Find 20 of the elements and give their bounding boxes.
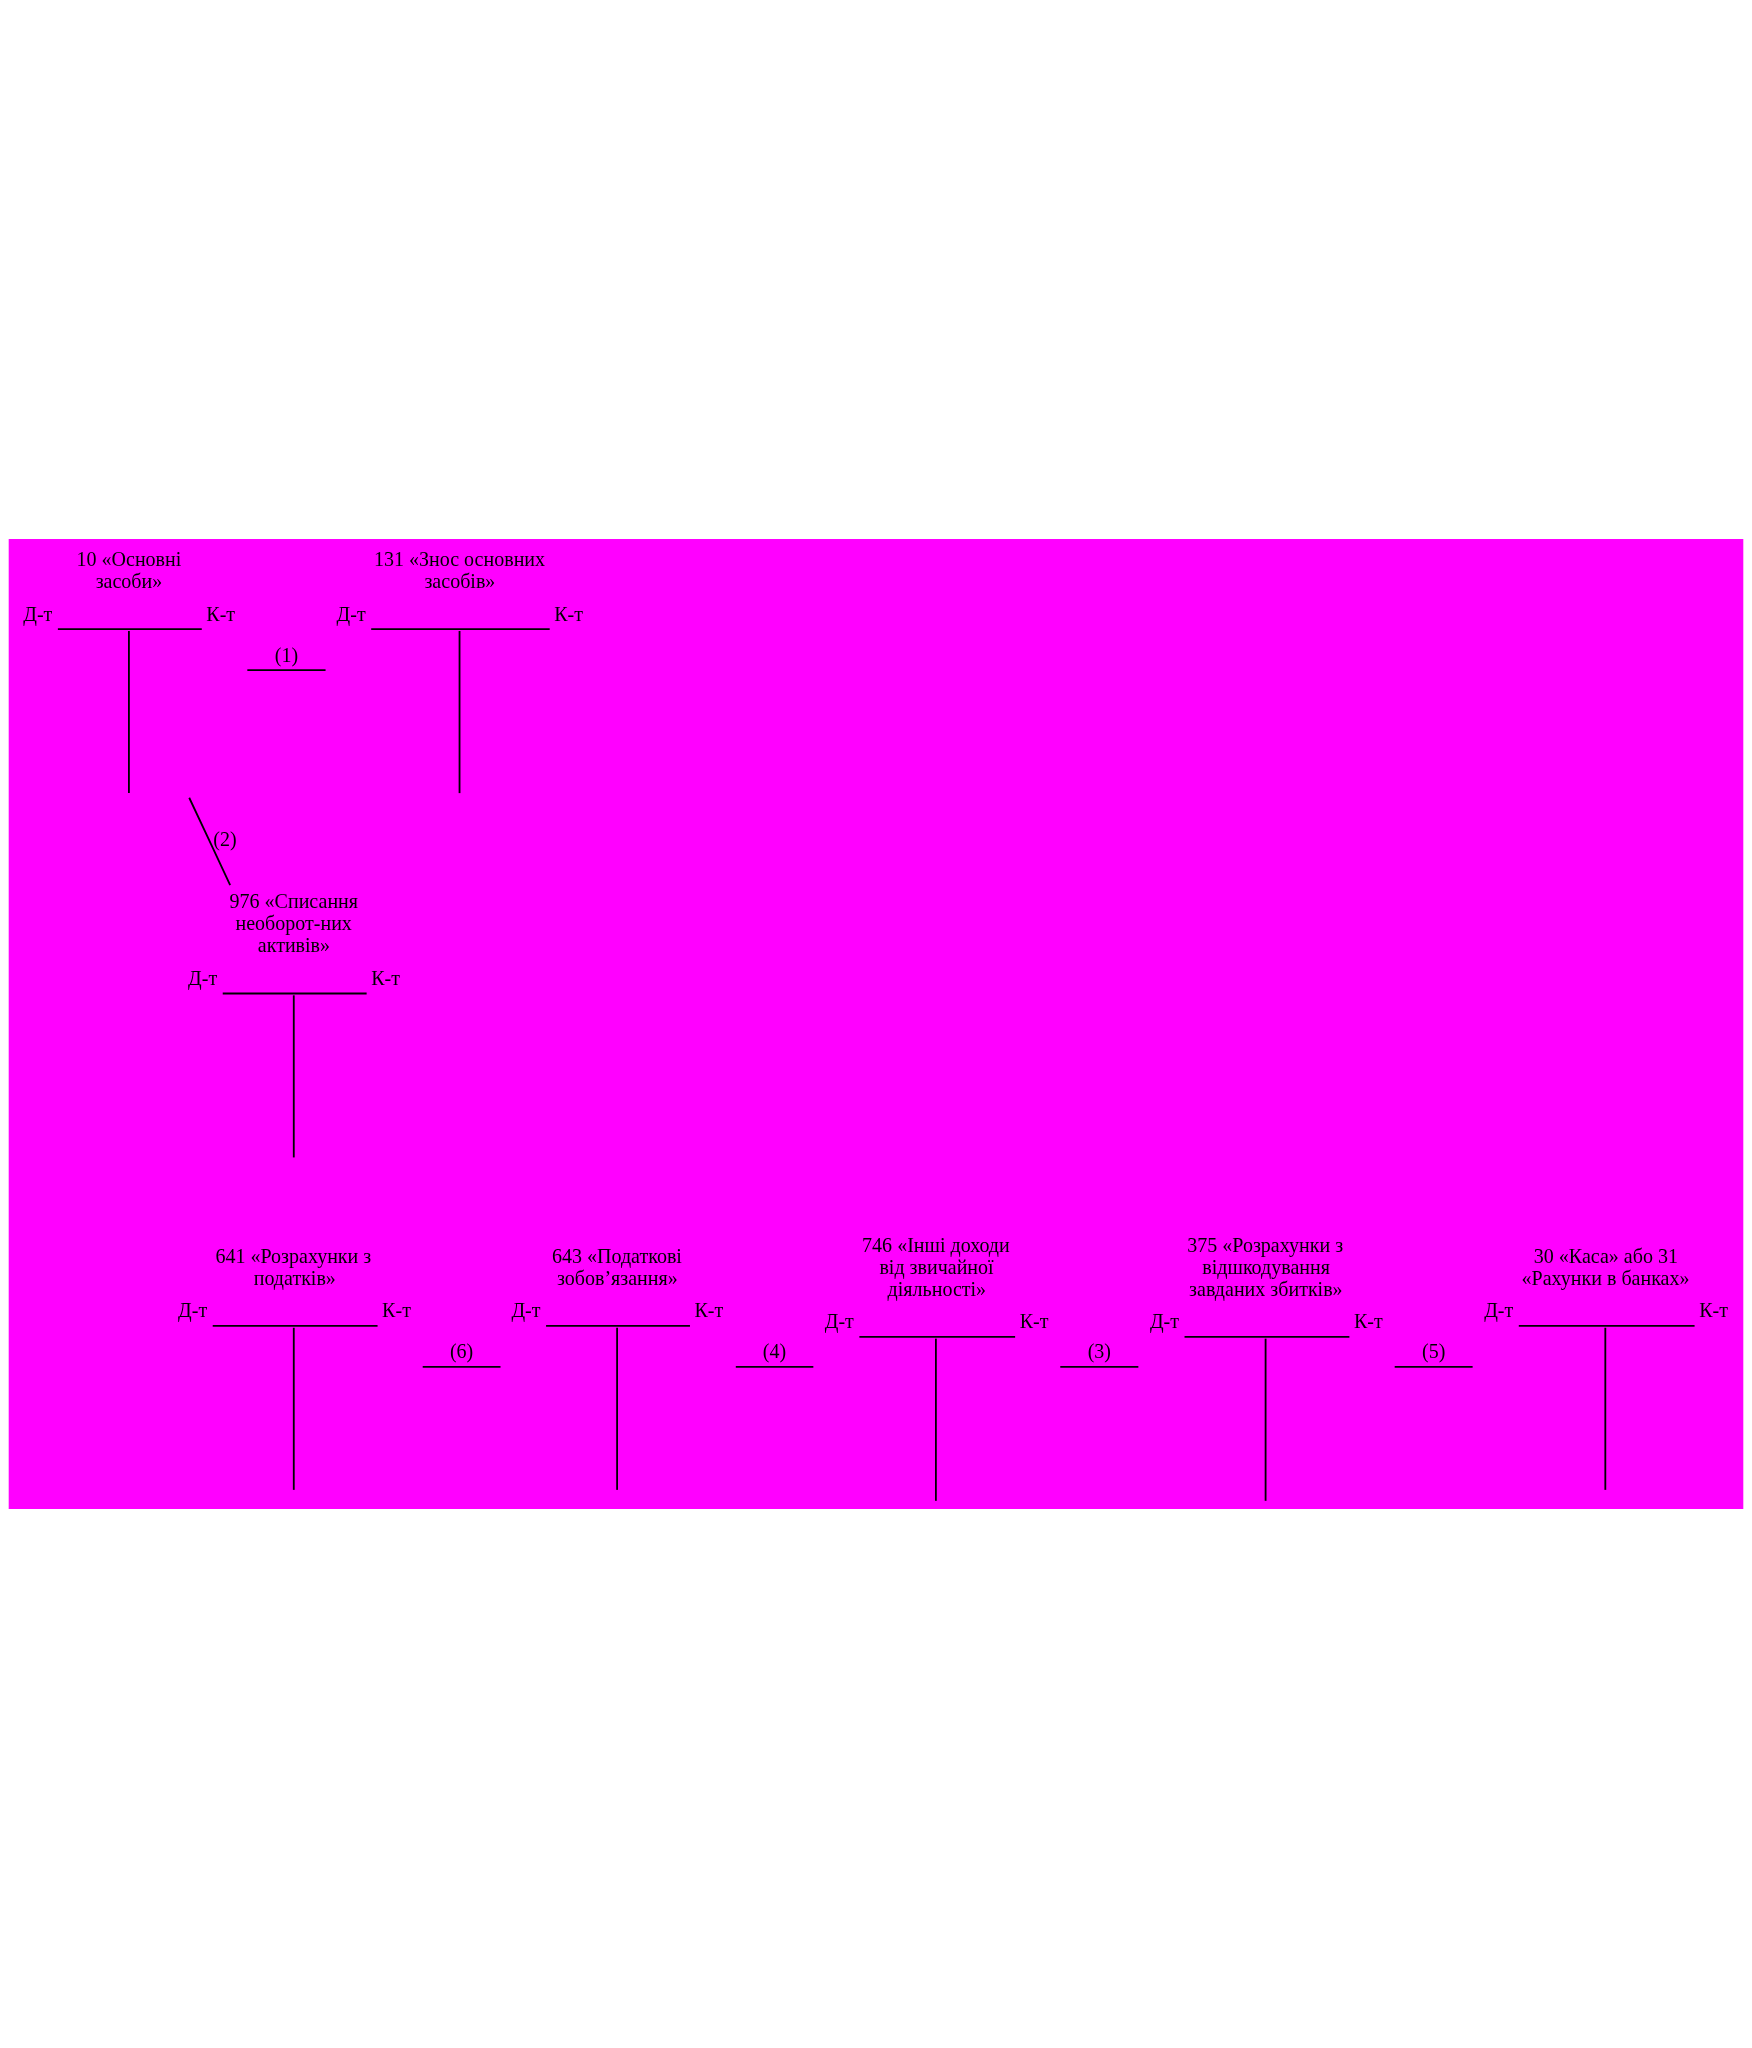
node-text: 643 «Податкові зобов’язання» Д-т К-т [511,1244,724,1322]
edge-label: (3) [1087,1340,1112,1363]
connector [421,1366,502,1368]
connector [734,1366,815,1368]
edge-label: (2) [213,828,237,851]
connector [246,669,327,672]
node-text: 976 «Списання необорот-них активів» Д-т К-т [188,890,400,989]
connector [188,796,232,886]
connector [1393,1366,1474,1368]
node-text: 375 «Розрахунки з відшкодування завданих збитків» Д-т К-т [1149,1233,1383,1333]
node-text: 131 «Знос основних засобів» Д-т К-т [336,547,584,625]
edge-label: (1) [274,643,299,666]
edge-label: (5) [1421,1340,1446,1363]
node-text: 10 «Основні засоби» Д-т К-т [23,547,236,625]
node-text: 641 «Розрахунки з податків» Д-т К-т [178,1244,411,1322]
connector [1059,1366,1140,1368]
edge-label: (6) [449,1340,474,1363]
node-text: 746 «Інші доходи від звичайної діяльності» Д-т К-т [824,1233,1049,1333]
node-text: 30 «Каса» або 31 «Рахунки в банках» Д-т К-т [1484,1244,1728,1322]
edge-label: (4) [762,1340,787,1363]
